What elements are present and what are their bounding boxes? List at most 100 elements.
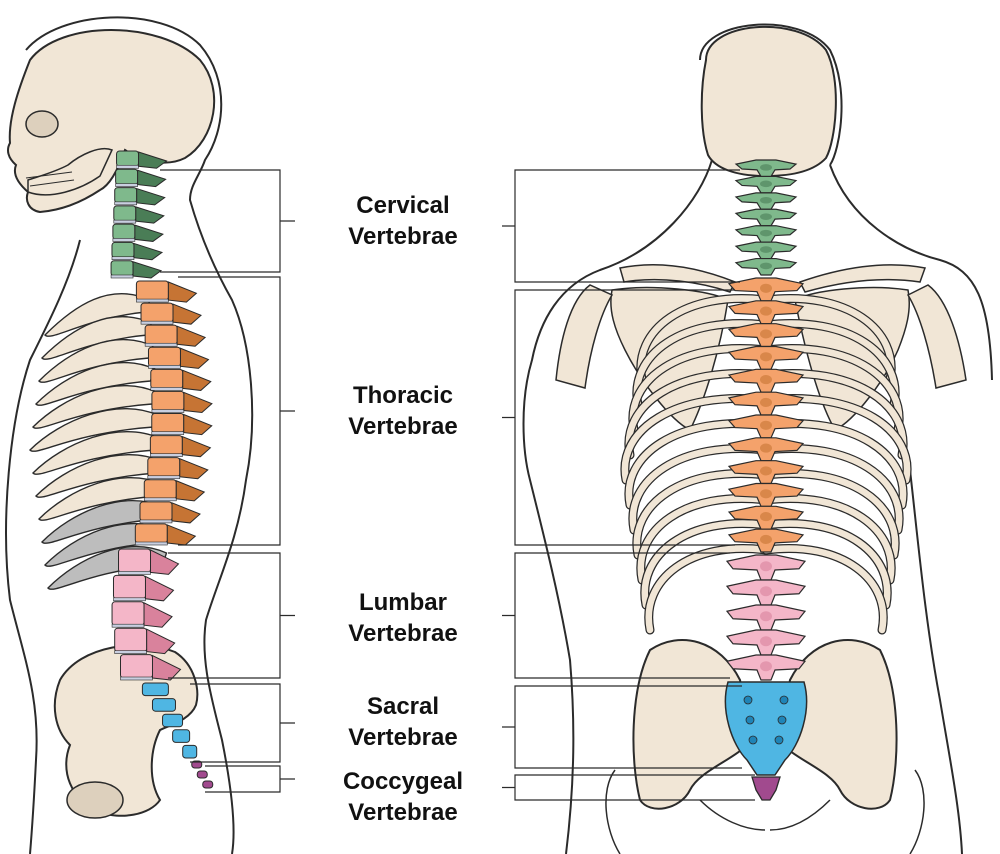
lumbar-vertebra-body	[114, 627, 148, 653]
thoracic-spinous-process	[760, 443, 772, 453]
coccygeal-vertebrae-label: Coccygeal Vertebrae	[313, 766, 493, 828]
intervertebral-disc	[150, 387, 184, 391]
sacral-bracket-right	[502, 685, 742, 769]
thoracic-vertebra-body	[139, 501, 173, 522]
thoracic-vertebra-body	[134, 523, 168, 544]
sacral-vertebra-body	[172, 729, 191, 743]
sacral-vertebrae-label: Sacral Vertebrae	[313, 691, 493, 753]
posterior-rib-left	[637, 495, 770, 584]
lumbar-bracket-right	[502, 552, 730, 679]
coccygeal-bracket-right	[502, 774, 755, 801]
coccygeal-vertebra-body	[202, 780, 214, 789]
sacral-foramen	[779, 695, 789, 705]
lateral-rib	[38, 476, 163, 521]
intervertebral-disc	[136, 298, 169, 303]
posterior-body-outline	[522, 23, 993, 854]
cervical-spinous-process	[135, 206, 165, 224]
posterior-rib-left	[629, 345, 770, 434]
lateral-spine	[110, 150, 214, 789]
posterior-view	[522, 23, 993, 854]
thoracic-spinous-process	[183, 391, 213, 414]
lumbar-spinous-process	[760, 636, 772, 647]
lumbar-spinous-process	[150, 549, 180, 575]
posterior-femur-heads	[605, 769, 925, 854]
intervertebral-disc	[147, 475, 181, 480]
posterior-clavicle-left	[619, 264, 737, 293]
thoracic-vertebra-body	[147, 457, 181, 478]
posterior-rib-right	[762, 295, 895, 384]
lumbar-bracket-left	[168, 552, 295, 679]
cervical-vertebra-body	[115, 168, 139, 186]
thoracic-vertebra-body	[143, 479, 177, 500]
thoracic-vertebra-body	[140, 302, 174, 323]
sacral-foramen	[743, 695, 753, 705]
lateral-view	[5, 16, 254, 854]
lateral-teeth	[25, 171, 75, 187]
thoracic-spinous-process	[760, 397, 772, 408]
intervertebral-disc	[111, 623, 145, 628]
cervical-bracket-right	[502, 169, 740, 283]
cervical-vertebra-body	[111, 241, 135, 259]
posterior-rib-right	[762, 495, 895, 584]
thoracic-vertebrae-label: Thoracic Vertebrae	[313, 380, 493, 442]
posterior-skull	[700, 25, 837, 178]
thoracic-spinous-process	[167, 281, 198, 303]
coccygeal-vertebra-body	[196, 770, 208, 779]
lateral-rib	[35, 453, 162, 498]
cervical-spinous-process	[137, 169, 167, 188]
cervical-spinous-process	[132, 261, 163, 279]
sacral-foramen	[748, 735, 758, 745]
cervical-vertebra-body	[116, 150, 140, 167]
intervertebral-disc	[140, 320, 174, 325]
intervertebral-disc	[150, 453, 183, 457]
sacrum	[724, 681, 808, 776]
lateral-hip-socket	[66, 781, 124, 819]
cervical-spinous-process	[760, 246, 772, 253]
sacral-vertebra-body	[151, 698, 176, 712]
intervertebral-disc	[144, 342, 178, 347]
intervertebral-disc	[143, 497, 177, 502]
thoracic-spinous-process	[166, 524, 197, 546]
intervertebral-disc	[120, 676, 153, 681]
sacral-foramen	[777, 715, 787, 725]
lateral-eye-socket	[25, 110, 59, 138]
intervertebral-disc	[114, 201, 138, 206]
lumbar-vertebra-body	[111, 601, 145, 626]
thoracic-spinous-process	[181, 435, 212, 458]
intervertebral-disc	[115, 183, 138, 187]
sacral-foramen	[774, 735, 784, 745]
posterior-rib-left	[633, 320, 770, 409]
posterior-clavicle-right	[798, 264, 926, 293]
cervical-bracket-left	[160, 169, 295, 273]
thoracic-spinous-process	[179, 347, 210, 369]
posterior-scapula-left	[610, 286, 729, 432]
thoracic-spinous-process	[760, 329, 772, 339]
cervical-spinous-process	[760, 229, 772, 237]
posterior-rib-left	[637, 295, 770, 384]
posterior-rib-right	[762, 345, 903, 434]
thoracic-vertebra-body	[144, 324, 178, 345]
posterior-rib-left	[641, 520, 770, 609]
lumbar-spinous-process	[760, 586, 772, 597]
lateral-skull	[7, 29, 216, 214]
thoracic-vertebra-body	[151, 413, 185, 434]
lumbar-spinous-process	[760, 661, 772, 672]
intervertebral-disc	[114, 650, 147, 654]
cervical-spinous-process	[760, 262, 772, 270]
cervical-spinous-process	[136, 187, 166, 206]
thoracic-spinous-process	[760, 489, 772, 499]
cervical-vertebra-body	[114, 187, 138, 204]
label-brackets	[160, 169, 755, 801]
thoracic-vertebra-body	[149, 435, 183, 456]
sacral-label-line1: Sacral	[366, 693, 440, 720]
thoracic-spinous-process	[760, 466, 772, 476]
thoracic-bracket-left	[178, 276, 295, 546]
cervical-vertebra-body	[113, 205, 137, 222]
cervical-spinous-process	[133, 242, 164, 261]
intervertebral-disc	[113, 219, 137, 224]
intervertebral-disc	[112, 238, 136, 242]
thoracic-spinous-process	[171, 502, 201, 524]
lumbar-spinous-process	[143, 601, 173, 628]
lumbar-label-line1: Lumbar	[358, 589, 447, 616]
intervertebral-disc	[111, 256, 135, 261]
